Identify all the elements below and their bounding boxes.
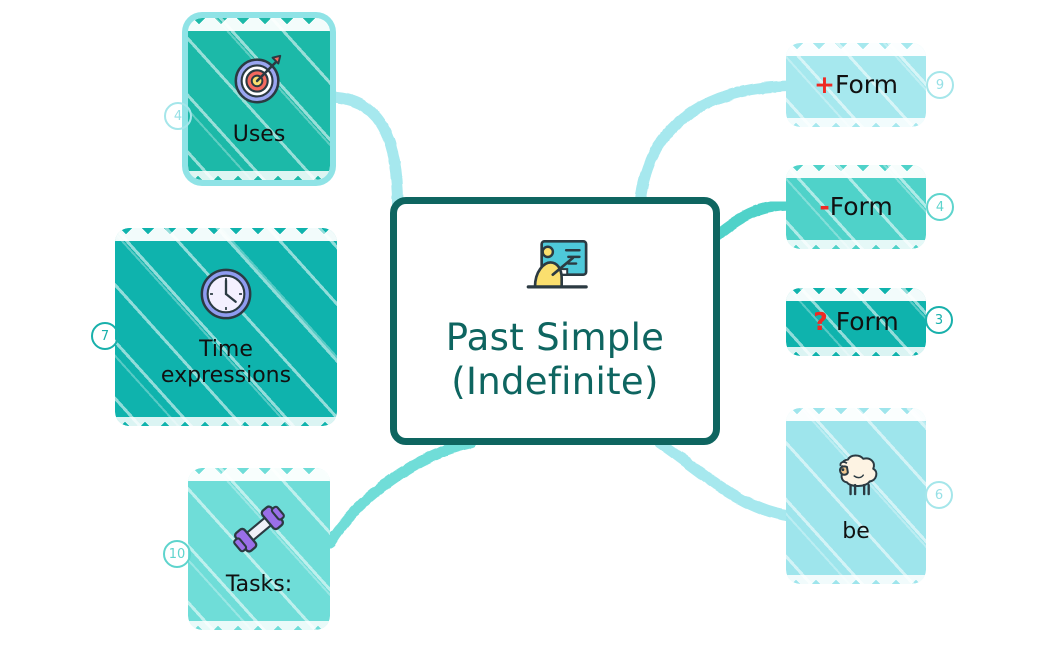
node-time-expressions-bottom-edge	[115, 417, 337, 426]
node-time-expressions-surface	[115, 228, 337, 426]
node-minus-form-word: Form	[829, 192, 893, 221]
node-question-form-label: ? Form	[813, 307, 898, 337]
wire-plus-form	[634, 80, 796, 211]
node-be-badge[interactable]: 6	[925, 481, 953, 509]
node-be-content: be	[786, 408, 926, 584]
plus-symbol: +	[814, 70, 835, 99]
node-plus-form-badge[interactable]: 9	[926, 71, 954, 99]
node-be-label: be	[842, 518, 870, 544]
node-be-top-edge	[786, 408, 926, 421]
center-node[interactable]: Past Simple (Indefinite)	[390, 197, 720, 445]
node-time-expressions[interactable]: Time expressions 7	[91, 228, 337, 426]
node-plus-form-label: +Form	[814, 70, 898, 100]
node-uses-label: Uses	[232, 121, 286, 147]
center-title-line-1: Past Simple	[445, 316, 665, 360]
node-be[interactable]: be 6	[786, 408, 953, 584]
node-plus-form-word: Form	[834, 70, 898, 99]
clock-icon	[200, 268, 252, 320]
node-time-expressions-badge[interactable]: 7	[91, 322, 119, 350]
node-be-hatch	[786, 408, 926, 584]
node-tasks-top-edge	[188, 468, 330, 481]
question-symbol: ?	[813, 307, 828, 336]
wire-tasks	[324, 437, 477, 549]
node-plus-form-top-edge	[786, 43, 926, 56]
node-question-form-word: Form	[827, 307, 899, 336]
node-minus-form-surface	[786, 165, 926, 249]
node-uses-bottom-edge	[188, 171, 330, 180]
wire-minus-form	[710, 199, 796, 242]
teacher-whiteboard-icon	[526, 240, 588, 289]
node-uses-badge[interactable]: 4	[164, 102, 192, 130]
node-question-form-content: ? Form	[786, 288, 926, 356]
node-uses-content: Uses	[188, 18, 330, 180]
node-minus-form-top-edge	[786, 165, 926, 178]
node-time-expressions-hatch	[115, 228, 337, 426]
center-node-title: Past Simple (Indefinite)	[446, 316, 665, 403]
node-minus-form[interactable]: -Form 4	[786, 165, 954, 249]
node-uses[interactable]: Uses 4	[164, 18, 330, 180]
node-tasks-content: Tasks:	[188, 468, 330, 630]
node-tasks[interactable]: Tasks: 10	[163, 468, 330, 630]
node-tasks-bottom-edge	[188, 621, 330, 630]
node-question-form-surface	[786, 288, 926, 356]
node-minus-form-bottom-edge	[786, 240, 926, 249]
node-question-form-top-edge	[786, 288, 926, 301]
sheep-icon	[839, 454, 878, 496]
node-question-form-bottom-edge	[786, 347, 926, 356]
node-be-bottom-edge	[786, 575, 926, 584]
node-time-expressions-label-line-1: Time	[199, 336, 253, 362]
node-time-expressions-content: Time expressions	[115, 228, 337, 426]
node-plus-form-hatch	[786, 43, 926, 127]
node-plus-form-surface	[786, 43, 926, 127]
node-plus-form[interactable]: +Form 9	[786, 43, 954, 127]
target-dartboard-icon	[234, 54, 282, 104]
node-minus-form-label: -Form	[819, 192, 892, 222]
node-uses-top-edge	[188, 18, 330, 31]
node-be-surface	[786, 408, 926, 584]
wire-uses	[324, 91, 404, 211]
dumbbell-icon	[233, 505, 285, 553]
node-question-form[interactable]: ? Form 3	[786, 288, 953, 356]
node-time-expressions-top-edge	[115, 228, 337, 241]
node-minus-form-badge[interactable]: 4	[926, 193, 954, 221]
center-title-line-2: (Indefinite)	[451, 360, 659, 403]
wire-be	[654, 437, 796, 522]
node-plus-form-bottom-edge	[786, 118, 926, 127]
node-tasks-surface	[188, 468, 330, 630]
node-minus-form-hatch	[786, 165, 926, 249]
node-minus-form-content: -Form	[786, 165, 926, 249]
node-plus-form-content: +Form	[786, 43, 926, 127]
minus-symbol: -	[819, 192, 830, 221]
node-tasks-badge[interactable]: 10	[163, 540, 191, 568]
node-tasks-hatch	[188, 468, 330, 630]
node-time-expressions-label: Time expressions	[161, 337, 291, 390]
node-tasks-label: Tasks:	[225, 571, 293, 597]
node-time-expressions-label-line-2: expressions	[160, 363, 292, 388]
node-question-form-badge[interactable]: 3	[925, 306, 953, 334]
